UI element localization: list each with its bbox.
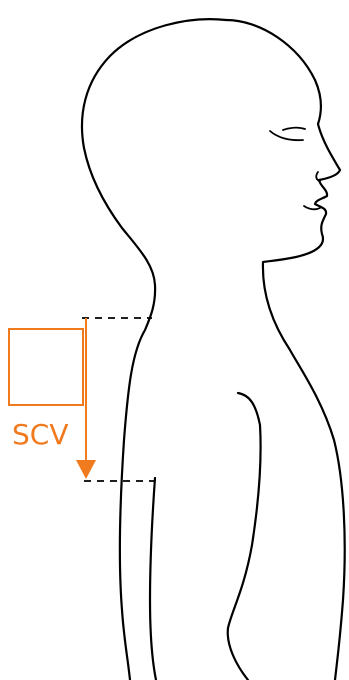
- scv-label: SCV: [12, 418, 68, 451]
- body-silhouette: [82, 19, 345, 680]
- scv-annotation: SCV: [9, 318, 96, 479]
- scv-arrowhead: [76, 460, 96, 479]
- closed-eye: [270, 131, 303, 140]
- reference-lines: [82, 318, 154, 481]
- back-contour: [82, 19, 226, 680]
- eyebrow: [283, 128, 305, 130]
- rear-arm-contour: [150, 478, 156, 680]
- scv-box: [9, 329, 83, 405]
- arm-contour: [228, 393, 261, 680]
